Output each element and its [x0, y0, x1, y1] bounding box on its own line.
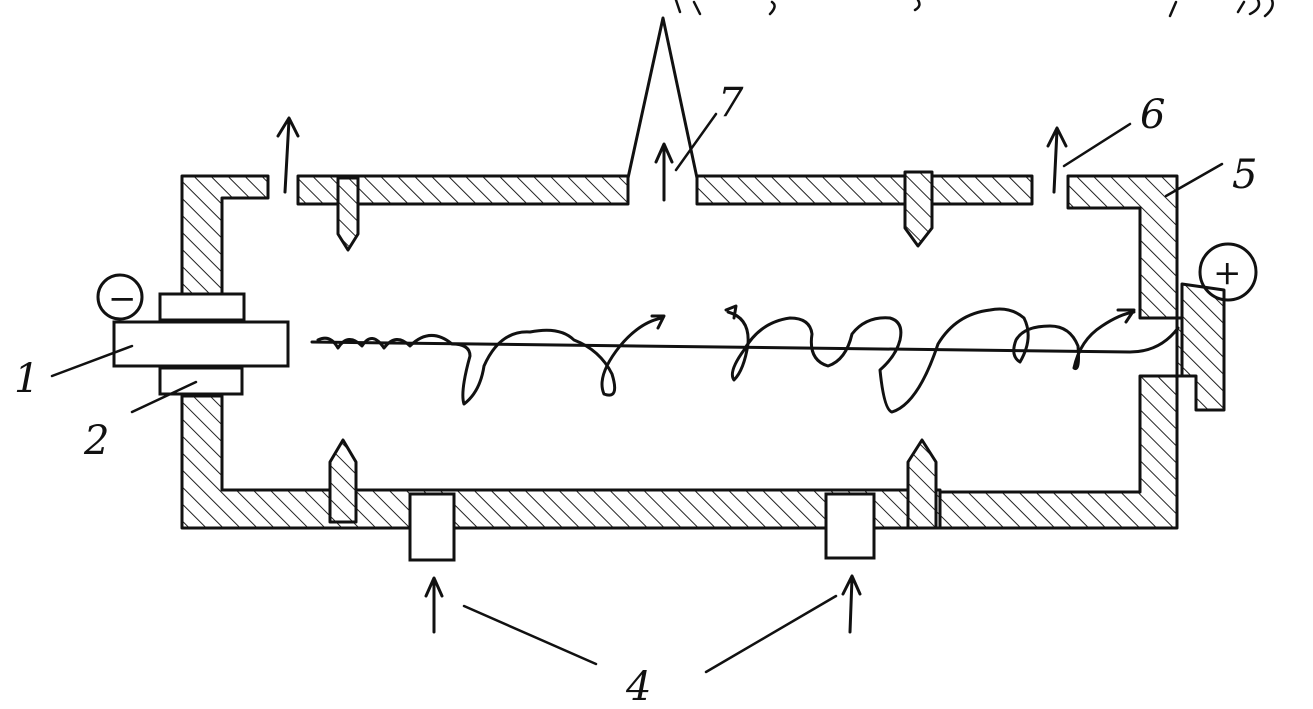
leader-lines: [50, 112, 1224, 674]
plus-sign: +: [1213, 253, 1242, 293]
label-7: 7: [718, 80, 744, 126]
outlet-nozzle: [626, 16, 699, 180]
label-2: 2: [83, 418, 109, 464]
minus-circle: [96, 273, 144, 321]
top-fins: [336, 170, 934, 252]
inlet-tubes: [408, 492, 876, 562]
arc-discharge: [310, 304, 1180, 414]
label-1: 1: [14, 356, 39, 402]
label-5: 5: [1232, 152, 1257, 198]
label-6: 6: [1140, 92, 1165, 138]
label-4: 4: [625, 664, 651, 709]
cathode-assembly: [112, 292, 290, 396]
plus-circle: [1198, 242, 1258, 302]
minus-sign: −: [108, 279, 137, 319]
bottom-fins: [328, 438, 938, 530]
cropped-top-text: [674, 0, 1274, 18]
flow-arrows: [276, 116, 1068, 634]
vessel-walls: [180, 174, 1226, 530]
